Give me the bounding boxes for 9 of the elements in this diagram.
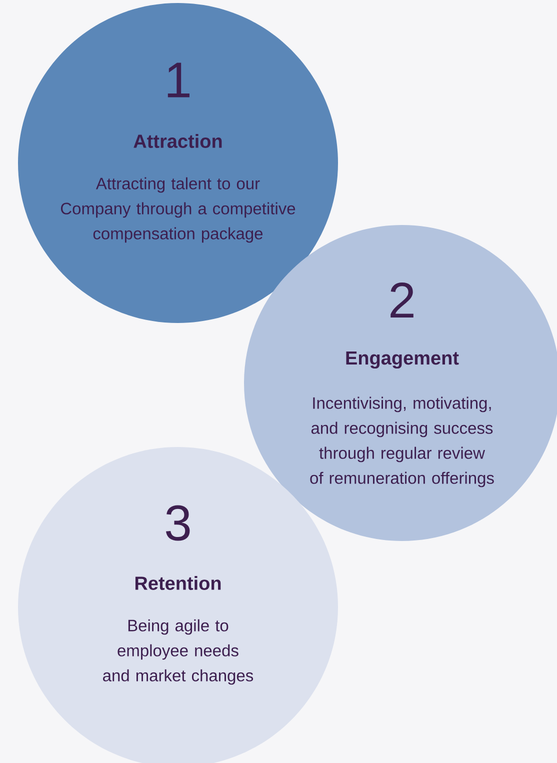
step-title: Engagement bbox=[346, 351, 459, 369]
step-description: Incentivising, motivating, and recognising success through regular review of remuneration offerings bbox=[310, 396, 494, 488]
step-number: 1 bbox=[168, 62, 190, 98]
step-title: Retention bbox=[135, 576, 221, 590]
step-description: Being agile to employee needs and market changes bbox=[103, 619, 254, 685]
step-number: 2 bbox=[390, 282, 414, 318]
step-number: 3 bbox=[166, 505, 190, 541]
step-description: Attracting talent to our Company through a competitive compensation package bbox=[60, 177, 296, 243]
step-title: Attraction bbox=[134, 134, 222, 148]
